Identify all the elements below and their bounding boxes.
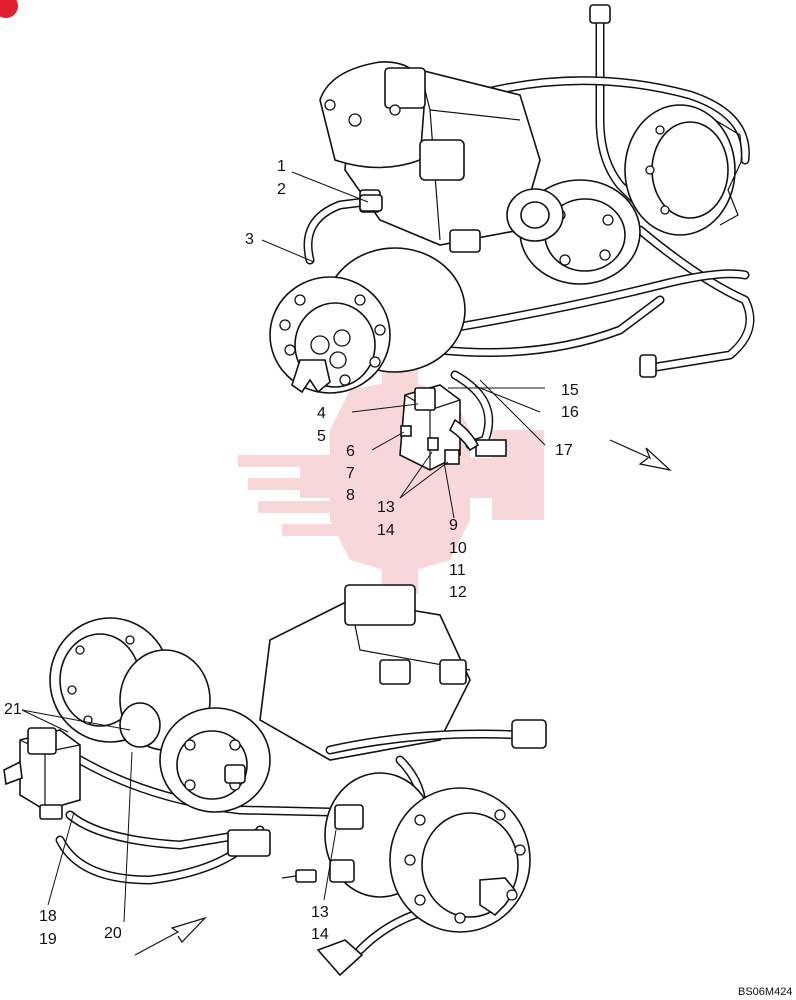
callout-15: 15 <box>561 382 579 399</box>
forward-arrow-icon <box>609 439 672 472</box>
callout-7: 7 <box>346 465 355 482</box>
callout-13-bottom: 13 <box>311 904 329 921</box>
callout-8: 8 <box>346 487 355 504</box>
callout-1: 1 <box>277 158 286 175</box>
callout-11: 11 <box>449 562 466 579</box>
callout-labels-bottom: 21 18 19 20 13 14 <box>4 701 329 948</box>
callout-labels-top: 1 2 3 4 5 6 7 8 9 10 11 12 13 14 15 16 1… <box>245 158 579 601</box>
callout-16: 16 <box>561 404 579 421</box>
leader-lines <box>21 171 546 923</box>
callout-9: 9 <box>449 517 458 534</box>
callout-18: 18 <box>39 908 57 925</box>
callout-2: 2 <box>277 181 286 198</box>
callout-20: 20 <box>104 925 122 942</box>
callout-10: 10 <box>449 540 467 557</box>
callout-6: 6 <box>346 443 355 460</box>
callout-12: 12 <box>449 584 467 601</box>
figure-code: BS06M424 <box>738 986 792 998</box>
callout-21: 21 <box>4 701 22 718</box>
callout-14-top: 14 <box>377 522 395 539</box>
callout-13-top: 13 <box>377 499 395 516</box>
corner-badge-icon <box>0 0 18 18</box>
callout-4: 4 <box>317 405 326 422</box>
bottom-assembly <box>3 584 547 977</box>
callout-5: 5 <box>317 428 326 445</box>
callout-3: 3 <box>245 231 254 248</box>
callout-14-bottom: 14 <box>311 926 329 943</box>
callout-19: 19 <box>39 931 57 948</box>
top-assembly <box>269 4 755 472</box>
callout-17: 17 <box>555 442 573 459</box>
